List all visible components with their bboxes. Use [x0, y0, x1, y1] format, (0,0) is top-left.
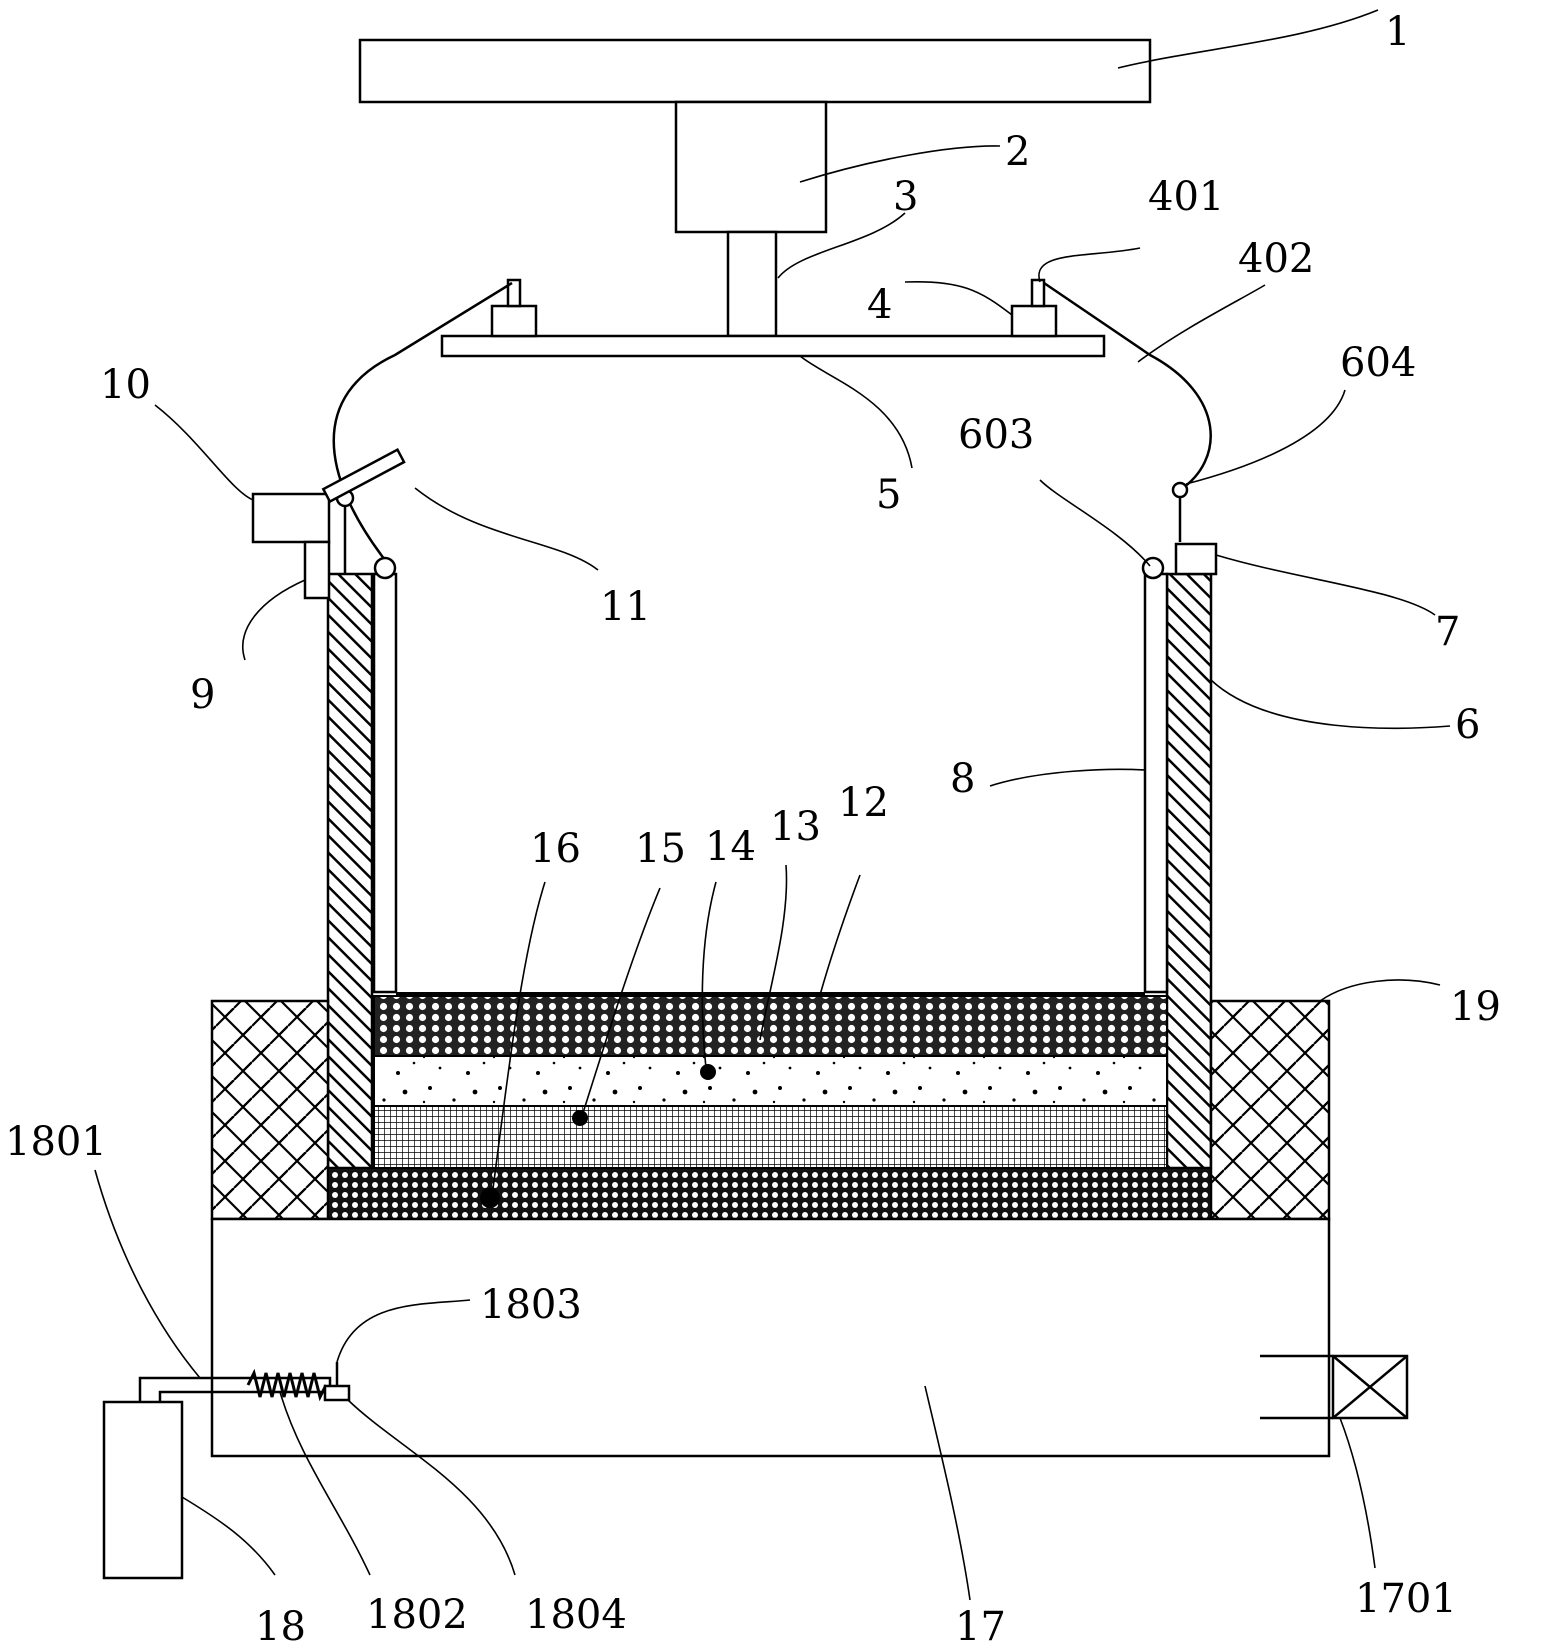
- top-plate: [358, 38, 1152, 104]
- leader-12: [819, 874, 861, 996]
- gas-tank: [102, 1400, 184, 1580]
- leader-402: [1137, 284, 1266, 363]
- label-17: 17: [955, 1604, 1006, 1647]
- leader-13: [759, 864, 788, 1041]
- leader-8: [989, 768, 1146, 787]
- layer-15: [373, 1105, 1168, 1169]
- outer-block-left: [210, 999, 330, 1221]
- leader-18: [181, 1496, 276, 1576]
- valve-seat: [323, 1384, 351, 1402]
- liner-left: [372, 572, 398, 994]
- leader-1802: [279, 1391, 371, 1576]
- leader-2: [799, 145, 1001, 183]
- label-1801: 1801: [5, 1119, 107, 1165]
- side-wall-right: [1165, 572, 1213, 1170]
- particle-15: [572, 1110, 588, 1126]
- label-15: 15: [635, 826, 686, 872]
- label-1802: 1802: [366, 1592, 468, 1638]
- label-4: 4: [867, 282, 892, 328]
- leader-4: [904, 280, 1013, 316]
- cylinder: [674, 100, 828, 234]
- leader-10: [154, 404, 254, 501]
- label-11: 11: [600, 584, 651, 630]
- leader-1804: [347, 1399, 516, 1576]
- label-6: 6: [1455, 702, 1480, 748]
- leader-7: [1215, 554, 1436, 616]
- leader-5: [799, 355, 913, 469]
- label-12: 12: [838, 780, 889, 826]
- label-8: 8: [950, 756, 975, 802]
- label-604: 604: [1340, 340, 1416, 386]
- leader-6: [1210, 679, 1451, 730]
- winch-post-right: [1030, 278, 1046, 308]
- leader-19: [1319, 979, 1441, 1002]
- pulley-top-right: [1171, 481, 1189, 499]
- label-18: 18: [255, 1604, 306, 1647]
- winch-left: [490, 304, 538, 338]
- label-9: 9: [190, 672, 215, 718]
- leader-1801: [94, 1169, 201, 1379]
- bracket: [303, 540, 331, 600]
- rope-left: [332, 281, 513, 561]
- label-2: 2: [1005, 129, 1030, 175]
- valve-cross-b: [1332, 1355, 1408, 1419]
- label-16: 16: [530, 826, 581, 872]
- leader-1803: [336, 1299, 471, 1363]
- leader-14: [701, 881, 717, 1069]
- side-wall-left: [326, 572, 374, 1170]
- motor-box: [251, 492, 331, 544]
- pulley-left: [373, 556, 397, 580]
- leader-1: [1117, 9, 1379, 69]
- rope-right: [1043, 281, 1212, 492]
- block-right: [1174, 542, 1218, 576]
- piston-rod: [726, 230, 778, 338]
- label-10: 10: [100, 362, 151, 408]
- label-14: 14: [705, 824, 756, 870]
- particle-16: [480, 1188, 500, 1208]
- spring: [246, 1368, 328, 1402]
- label-7: 7: [1435, 609, 1460, 655]
- label-3: 3: [893, 174, 918, 220]
- label-402: 402: [1238, 236, 1314, 282]
- layer-16: [327, 1167, 1212, 1220]
- outer-block-right: [1209, 999, 1331, 1221]
- leader-603: [1039, 479, 1151, 567]
- label-19: 19: [1450, 984, 1501, 1030]
- winch-post-left: [506, 278, 522, 308]
- label-401: 401: [1148, 174, 1224, 220]
- lower-tank: [210, 1217, 1331, 1458]
- label-1803: 1803: [480, 1282, 582, 1328]
- layer-13: [373, 995, 1168, 1057]
- lever-arm: [321, 448, 406, 504]
- particle-14: [700, 1064, 716, 1080]
- leader-401: [1038, 247, 1141, 283]
- label-1: 1: [1385, 9, 1410, 55]
- leader-1701: [1339, 1417, 1376, 1569]
- label-1804: 1804: [525, 1592, 627, 1638]
- layer-14: [373, 1055, 1168, 1107]
- leader-15: [581, 887, 661, 1117]
- liner-right: [1143, 572, 1169, 994]
- label-1701: 1701: [1355, 1576, 1457, 1622]
- label-603: 603: [958, 412, 1034, 458]
- leader-9: [242, 579, 306, 661]
- leader-16: [491, 881, 546, 1197]
- label-5: 5: [876, 472, 901, 518]
- leader-17: [924, 1385, 971, 1601]
- press-plate: [440, 334, 1106, 358]
- winch-right: [1010, 304, 1058, 338]
- leader-3: [777, 212, 906, 279]
- leader-11: [414, 487, 599, 571]
- label-13: 13: [770, 804, 821, 850]
- leader-604: [1185, 389, 1346, 485]
